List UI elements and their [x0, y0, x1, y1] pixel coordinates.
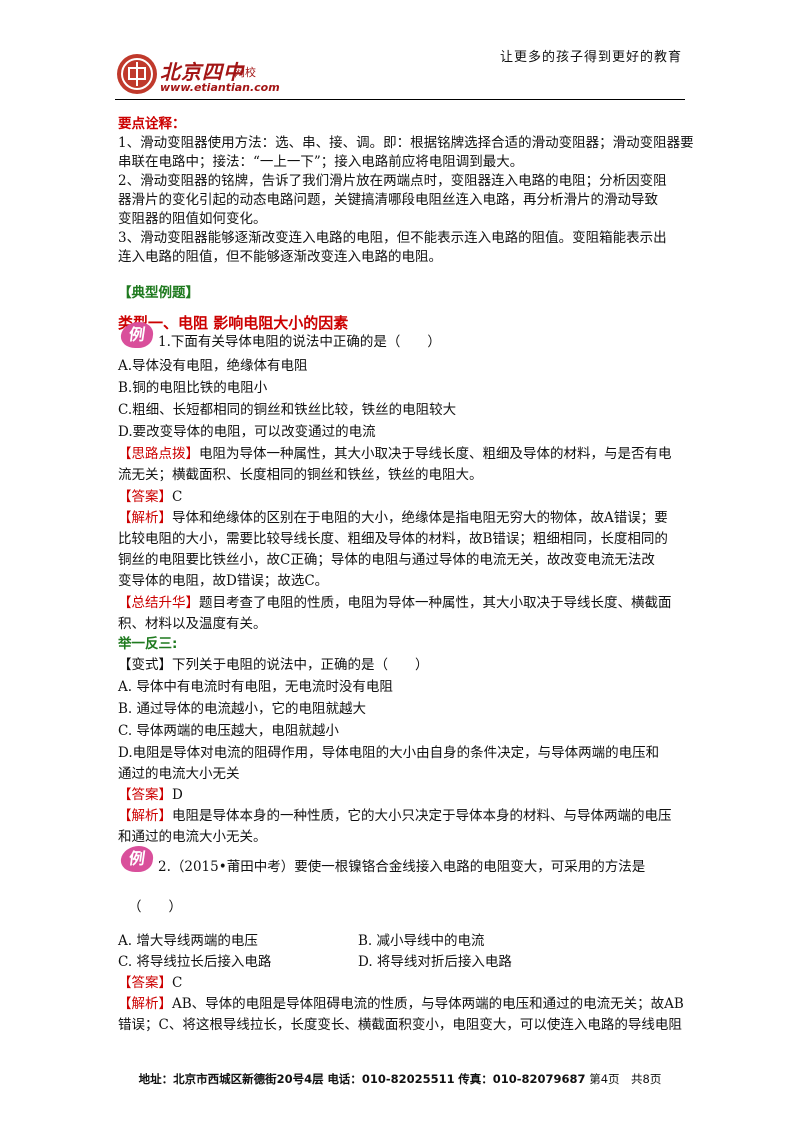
key-point-line: 变阻器的阻值如何变化。	[118, 211, 267, 227]
analysis-tag: 【解析】	[118, 996, 172, 1012]
q2-answer: 【答案】C	[118, 973, 688, 993]
footer-phone-label: 电话：	[327, 1072, 362, 1086]
q1-option: B.铜的电阻比铁的电阻小	[118, 380, 268, 396]
answer-tag: 【答案】	[118, 975, 172, 991]
answer-value: D	[172, 787, 183, 803]
page-footer: 地址：北京市西城区新德街20号4层 电话：010-82025511 传真：010…	[0, 1071, 800, 1087]
variant-answer: 【答案】D	[118, 785, 688, 805]
q1-analysis-cont: 铜丝的电阻要比铁丝小，故C正确；导体的电阻与通过导体的电流无关，故改变电流无法改	[118, 552, 655, 568]
q1-answer: 【答案】C	[118, 487, 688, 507]
key-point-line: 3、滑动变阻器能够逐渐改变连入电路的电阻，但不能表示连入电路的阻值。变阻箱能表示…	[118, 230, 667, 246]
q2-analysis-cont: 错误；C、将这根导线拉长，长度变长、横截面积变小，电阻变大，可以使连入电路的导线…	[118, 1017, 682, 1033]
summary-tag: 【总结升华】	[118, 595, 199, 611]
variant-option: D.电阻是导体对电流的阻碍作用，导体电阻的大小由自身的条件决定，与导体两端的电压…	[118, 745, 660, 761]
q2-blank: （ ）	[128, 899, 182, 915]
example-badge: 例	[119, 846, 155, 872]
logo-sub: 网校	[234, 66, 256, 79]
logo-url: www.etiantian.com	[160, 81, 280, 94]
q2-analysis: 【解析】AB、导体的电阻是导体阻碍电流的性质，与导体两端的电压和通过的电流无关；…	[118, 994, 688, 1014]
q1-hint: 【思路点拨】电阻为导体一种属性，其大小取决于导线长度、粗细及导体的材料，与是否有…	[118, 444, 688, 464]
key-point-line: 2、滑动变阻器的铭牌，告诉了我们滑片放在两端点时，变阻器连入电路的电阻；分析因变…	[118, 173, 667, 189]
q1-option: D.要改变导体的电阻，可以改变通过的电流	[118, 424, 376, 440]
key-point-line: 器滑片的变化引起的动态电路问题，关键搞清哪段电阻丝连入电路，再分析滑片的滑动导致	[118, 192, 658, 208]
variant-option: A. 导体中有电流时有电阻，无电流时没有电阻	[118, 679, 393, 695]
q2-stem: 2.（2015•莆田中考）要使一根镍铬合金线接入电路的电阻变大，可采用的方法是	[158, 859, 646, 875]
key-points-title: 要点诠释：	[118, 116, 186, 132]
variant-title: 举一反三:	[118, 636, 178, 652]
q1-stem: 1.下面有关导体电阻的说法中正确的是（ ）	[158, 334, 441, 350]
key-point-line: 连入电路的阻值，但不能够逐渐改变连入电路的电阻。	[118, 249, 442, 265]
answer-tag: 【答案】	[118, 489, 172, 505]
q1-option: C.粗细、长短都相同的铜丝和铁丝比较，铁丝的电阻较大	[118, 402, 457, 418]
footer-address-label: 地址：	[138, 1072, 174, 1086]
variant-option-cont: 通过的电流大小无关	[118, 766, 240, 782]
footer-address: 北京市西城区新德街20号4层	[173, 1072, 324, 1086]
variant-stem: 【变式】下列关于电阻的说法中，正确的是（ ）	[118, 657, 429, 673]
key-point-line: 串联在电路中；接法：“一上一下”；接入电路前应将电阻调到最大。	[118, 154, 524, 170]
variant-option: C. 导体两端的电压越大，电阻就越小	[118, 723, 339, 739]
analysis-text: 电阻是导体本身的一种性质，它的大小只决定于导体本身的材料、与导体两端的电压	[172, 808, 672, 824]
variant-analysis-cont: 和通过的电流大小无关。	[118, 829, 267, 845]
variant-option: B. 通过导体的电流越小，它的电阻就越大	[118, 701, 367, 717]
q1-hint-cont: 流无关；横截面积、长度相同的铜丝和铁丝，铁丝的电阻大。	[118, 467, 483, 483]
q2-option: A. 增大导线两端的电压	[118, 933, 258, 949]
footer-phone: 010-82025511	[361, 1072, 455, 1086]
analysis-text: 导体和绝缘体的区别在于电阻的大小，绝缘体是指电阻无穷大的物体，故A错误；要	[172, 510, 668, 526]
header-slogan: 让更多的孩子得到更好的教育	[499, 50, 682, 65]
logo-name: 北京四中	[160, 60, 244, 84]
answer-value: C	[172, 975, 183, 991]
q1-analysis-cont: 变导体的电阻，故D错误；故选C。	[118, 573, 329, 589]
q1-option: A.导体没有电阻，绝缘体有电阻	[118, 358, 308, 374]
header-divider	[115, 99, 685, 100]
q1-summary-cont: 积、材料以及温度有关。	[118, 616, 267, 632]
analysis-text: AB、导体的电阻是导体阻碍电流的性质，与导体两端的电压和通过的电流无关；故AB	[172, 996, 684, 1012]
examples-title: 【典型例题】	[118, 285, 199, 301]
footer-fax: 010-82079687	[492, 1072, 586, 1086]
q1-summary: 【总结升华】题目考查了电阻的性质，电阻为导体一种属性，其大小取决于导线长度、横截…	[118, 593, 688, 613]
logo-emblem-icon	[121, 58, 153, 90]
hint-text: 电阻为导体一种属性，其大小取决于导线长度、粗细及导体的材料，与是否有电	[199, 446, 672, 462]
answer-tag: 【答案】	[118, 787, 172, 803]
hint-tag: 【思路点拨】	[118, 446, 199, 462]
q2-option: D. 将导线对折后接入电路	[358, 954, 512, 970]
q2-option: B. 减小导线中的电流	[358, 933, 485, 949]
footer-page-number: 第4页 共8页	[589, 1072, 662, 1086]
q1-analysis: 【解析】导体和绝缘体的区别在于电阻的大小，绝缘体是指电阻无穷大的物体，故A错误；…	[118, 508, 688, 528]
analysis-tag: 【解析】	[118, 808, 172, 824]
key-point-line: 1、滑动变阻器使用方法：选、串、接、调。即：根据铭牌选择合适的滑动变阻器；滑动变…	[118, 135, 694, 151]
analysis-tag: 【解析】	[118, 510, 172, 526]
q1-analysis-cont: 比较电阻的大小，需要比较导线长度、粗细及导体的材料，故B错误；粗细相同，长度相同…	[118, 531, 668, 547]
logo-emblem	[117, 54, 157, 94]
type1-title: 类型一、电阻 影响电阻大小的因素	[118, 314, 349, 332]
variant-analysis: 【解析】电阻是导体本身的一种性质，它的大小只决定于导体本身的材料、与导体两端的电…	[118, 806, 688, 826]
answer-value: C	[172, 489, 183, 505]
summary-text: 题目考查了电阻的性质，电阻为导体一种属性，其大小取决于导线长度、横截面	[199, 595, 672, 611]
footer-fax-label: 传真：	[458, 1072, 493, 1086]
q2-option: C. 将导线拉长后接入电路	[118, 954, 272, 970]
